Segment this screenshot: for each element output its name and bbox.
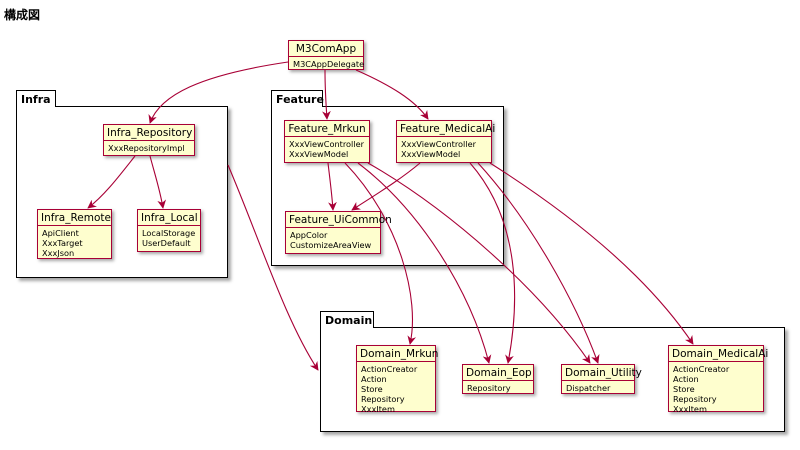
component-item: Action bbox=[673, 374, 699, 384]
component-item: AppColor bbox=[290, 230, 328, 240]
component-title: Domain_MedicalAi bbox=[672, 348, 769, 360]
arrow-feature-medicalai-to-domain-medicalai bbox=[489, 162, 694, 345]
component-domain-mrkun: Domain_Mrkun ActionCreator Action Store … bbox=[356, 345, 439, 414]
component-title: Infra_Remote bbox=[41, 212, 111, 224]
component-item: XxxViewModel bbox=[289, 149, 349, 159]
component-domain-medicalai: Domain_MedicalAi ActionCreator Action St… bbox=[668, 345, 769, 414]
component-title: M3ComApp bbox=[295, 43, 357, 55]
package-domain-label: Domain bbox=[325, 314, 373, 327]
package-infra-tab: Infra bbox=[16, 90, 56, 107]
component-item: LocalStorage bbox=[142, 228, 196, 238]
component-item: Action bbox=[361, 374, 387, 384]
component-item: XxxItem bbox=[673, 404, 707, 414]
component-feature-medicalai: Feature_MedicalAi XxxViewController XxxV… bbox=[396, 120, 496, 163]
component-item: Repository bbox=[673, 394, 717, 404]
component-title: Domain_Eop bbox=[466, 367, 532, 379]
component-item: Repository bbox=[361, 394, 405, 404]
component-item: XxxViewController bbox=[289, 139, 365, 149]
component-item: UserDefault bbox=[142, 238, 191, 248]
component-title: Feature_UiCommon bbox=[289, 214, 392, 226]
component-item: Store bbox=[361, 384, 383, 394]
component-item: ActionCreator bbox=[673, 364, 730, 374]
component-infra-remote: Infra_Remote ApiClient XxxTarget XxxJson bbox=[37, 209, 112, 259]
component-item: XxxRepositoryImpl bbox=[108, 143, 185, 153]
component-m3comapp: M3ComApp M3CAppDelegate bbox=[288, 40, 364, 70]
component-item: Dispatcher bbox=[566, 383, 611, 393]
component-item: M3CAppDelegate bbox=[293, 59, 365, 69]
component-item: XxxViewController bbox=[401, 139, 477, 149]
component-item: XxxItem bbox=[361, 404, 395, 414]
component-title: Domain_Mrkun bbox=[360, 348, 439, 360]
component-item: Repository bbox=[467, 383, 511, 393]
package-feature-label: Feature bbox=[276, 93, 324, 106]
component-item: XxxJson bbox=[42, 248, 75, 258]
component-title: Infra_Local bbox=[141, 212, 198, 224]
component-feature-uicommon: Feature_UiCommon AppColor CustomizeAreaV… bbox=[285, 211, 392, 254]
component-title: Infra_Repository bbox=[107, 127, 193, 139]
component-item: XxxTarget bbox=[42, 238, 83, 248]
component-item: ApiClient bbox=[42, 228, 79, 238]
component-infra-repository: Infra_Repository XxxRepositoryImpl bbox=[103, 124, 195, 156]
page-title: 構成図 bbox=[4, 8, 41, 22]
component-title: Domain_Utility bbox=[565, 367, 642, 379]
component-domain-eop: Domain_Eop Repository bbox=[462, 364, 534, 394]
component-item: CustomizeAreaView bbox=[290, 240, 372, 250]
package-feature-tab: Feature bbox=[271, 90, 324, 107]
component-item: Store bbox=[673, 384, 695, 394]
component-feature-mrkun: Feature_Mrkun XxxViewController XxxViewM… bbox=[284, 120, 370, 163]
component-item: ActionCreator bbox=[361, 364, 418, 374]
component-domain-utility: Domain_Utility Dispatcher bbox=[561, 364, 642, 394]
component-infra-local: Infra_Local LocalStorage UserDefault bbox=[137, 209, 201, 252]
component-title: Feature_Mrkun bbox=[288, 123, 366, 135]
component-item: XxxViewModel bbox=[401, 149, 461, 159]
package-infra-label: Infra bbox=[21, 93, 51, 106]
component-title: Feature_MedicalAi bbox=[400, 123, 496, 135]
package-domain-tab: Domain bbox=[320, 311, 374, 328]
